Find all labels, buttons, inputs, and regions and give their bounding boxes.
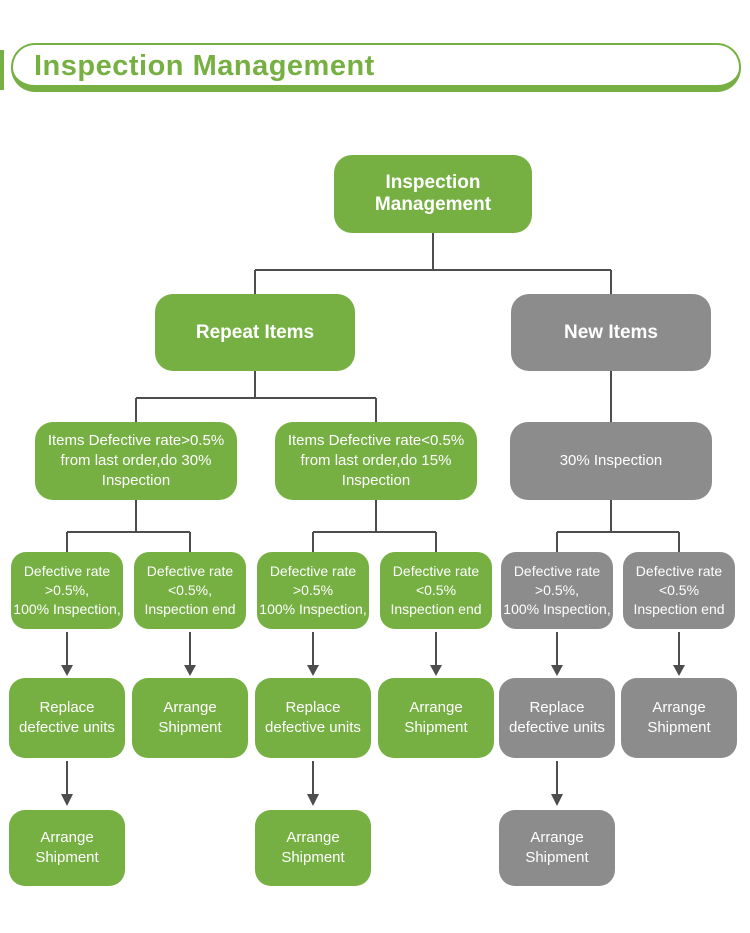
arrowhead-l4-l5 [61,665,685,676]
node-branch2-arrange-shipment: Arrange Shipment [378,678,494,758]
connector-root-to-branches [254,233,612,294]
arrow-shafts-l5-l6 [66,761,558,795]
node-repeat-low-rate: Items Defective rate<0.5% from last orde… [275,422,477,500]
node-repeat-high-rate: Items Defective rate>0.5% from last orde… [35,422,237,500]
node-repeat-low-rate-label: Items Defective rate<0.5% from last orde… [287,432,465,489]
node-branch1-low-rate-label: Defective rate <0.5%, Inspection end [144,563,236,617]
node-new-30-inspection: 30% Inspection [510,422,712,500]
node-branch3-high-rate-label: Defective rate >0.5%, 100% Inspection, [503,563,611,617]
node-inspection-management-label: Inspection Management [374,172,492,215]
node-branch2-arrange-shipment-label: Arrange Shipment [404,699,468,736]
node-branch1-arrange-shipment: Arrange Shipment [132,678,248,758]
node-branch3-high-rate: Defective rate >0.5%, 100% Inspection, [501,552,613,629]
node-branch2-high-rate-label: Defective rate >0.5% 100% Inspection, [259,563,367,617]
node-branch3-replace-units: Replace defective units [499,678,615,758]
node-new-items: New Items [511,294,711,371]
connector-l3c-to-l4 [556,500,680,552]
node-branch3-arrange-shipment: Arrange Shipment [621,678,737,758]
node-branch2-final-shipment-label: Arrange Shipment [281,829,345,866]
node-branch2-final-shipment: Arrange Shipment [255,810,371,886]
node-branch2-low-rate-label: Defective rate <0.5% Inspection end [390,563,482,617]
node-branch3-final-shipment-label: Arrange Shipment [525,829,589,866]
node-branch1-arrange-shipment-label: Arrange Shipment [158,699,222,736]
node-new-30-inspection-label: 30% Inspection [559,452,663,469]
node-branch2-replace-units: Replace defective units [255,678,371,758]
arrowhead-l5-l6 [61,794,563,806]
page-title: Inspection Management [34,50,375,82]
node-branch1-high-rate-label: Defective rate >0.5%, 100% Inspection, [13,563,121,617]
title-border-pill [11,43,741,92]
node-branch2-replace-units-label: Replace defective units [265,699,361,736]
node-branch3-low-rate-label: Defective rate <0.5% Inspection end [633,563,725,617]
connector-repeat-to-l3 [135,371,377,422]
node-branch1-replace-units: Replace defective units [9,678,125,758]
connector-l3a-to-l4 [66,500,191,552]
node-branch3-final-shipment: Arrange Shipment [499,810,615,886]
node-repeat-high-rate-label: Items Defective rate>0.5% from last orde… [47,432,225,489]
node-branch1-replace-units-label: Replace defective units [19,699,115,736]
arrow-shafts-l4-l5 [66,632,680,666]
node-repeat-items: Repeat Items [155,294,355,371]
title-accent-bar [0,50,4,90]
node-repeat-items-label: Repeat Items [195,321,315,343]
connector-l3b-to-l4 [312,500,437,552]
node-branch1-final-shipment: Arrange Shipment [9,810,125,886]
node-branch2-low-rate: Defective rate <0.5% Inspection end [380,552,492,629]
node-branch1-low-rate: Defective rate <0.5%, Inspection end [134,552,246,629]
node-branch3-replace-units-label: Replace defective units [509,699,605,736]
node-branch2-high-rate: Defective rate >0.5% 100% Inspection, [257,552,369,629]
node-inspection-management: Inspection Management [334,155,532,233]
node-branch1-high-rate: Defective rate >0.5%, 100% Inspection, [11,552,123,629]
node-branch3-low-rate: Defective rate <0.5% Inspection end [623,552,735,629]
node-new-items-label: New Items [564,321,658,343]
node-branch3-arrange-shipment-label: Arrange Shipment [647,699,711,736]
node-branch1-final-shipment-label: Arrange Shipment [35,829,99,866]
